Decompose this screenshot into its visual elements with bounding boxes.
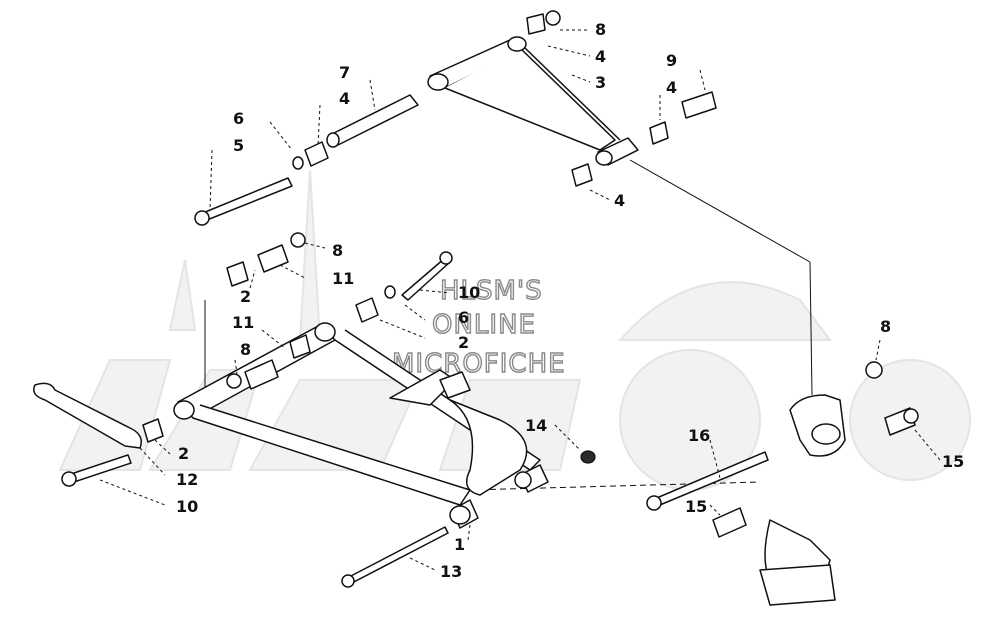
callout-2-upper: 2 — [240, 287, 251, 306]
callout-8-top: 8 — [595, 20, 606, 39]
callout-15-lower: 15 — [685, 497, 707, 516]
bushing-4-mid — [304, 141, 329, 167]
bushing-4-right — [649, 121, 669, 145]
callout-11-upper: 11 — [332, 269, 354, 288]
sleeve-15-lower — [712, 507, 747, 538]
callout-8-mid: 8 — [332, 241, 343, 260]
watermark-line-2: ONLINE — [432, 310, 536, 340]
bolt-5 — [197, 177, 293, 223]
callout-11-lower: 11 — [232, 313, 254, 332]
pin-9 — [681, 91, 717, 119]
callout-5: 5 — [233, 136, 244, 155]
callout-2-right: 2 — [458, 333, 469, 352]
callout-4-bottom: 4 — [614, 191, 625, 210]
bushing-2-lower — [142, 418, 164, 443]
nut-14 — [580, 450, 596, 464]
callout-15-right: 15 — [942, 452, 964, 471]
link-12 — [33, 382, 142, 449]
upper-a-arm — [427, 36, 639, 166]
callout-10-lower: 10 — [176, 497, 198, 516]
callout-9: 9 — [666, 51, 677, 70]
washer-6-mid — [384, 285, 396, 299]
callout-4-right: 4 — [666, 78, 677, 97]
callout-8-right: 8 — [880, 317, 891, 336]
bushing-2-upper — [226, 261, 249, 287]
callout-16: 16 — [688, 426, 710, 445]
nut-8-top — [545, 10, 561, 26]
nut-8-lower — [226, 373, 242, 389]
leader-lines — [99, 29, 941, 571]
sleeve-11-lower — [244, 359, 279, 390]
lower-hardware — [33, 232, 596, 588]
callout-4-mid: 4 — [339, 89, 350, 108]
callout-labels: 8 4 3 9 4 7 4 6 5 4 8 11 10 6 2 2 11 8 2… — [176, 20, 964, 581]
spindle-hardware — [646, 361, 919, 606]
watermark-text: HLSM'S ONLINE MICROFICHE — [391, 275, 566, 379]
callout-13: 13 — [440, 562, 462, 581]
callout-6-mid: 6 — [458, 308, 469, 327]
bushing-2-mid — [289, 334, 311, 359]
bushing-2-right — [355, 297, 379, 323]
bushing-4-top — [526, 13, 546, 35]
bushing-4-bottom — [571, 163, 593, 187]
washer-6-top — [292, 156, 304, 170]
callout-6-top: 6 — [233, 109, 244, 128]
callout-2-lower: 2 — [178, 444, 189, 463]
callout-7: 7 — [339, 63, 350, 82]
callout-8-lower: 8 — [240, 340, 251, 359]
callout-1: 1 — [454, 535, 465, 554]
nut-8-mid — [290, 232, 306, 248]
watermark-line-3: MICROFICHE — [392, 349, 566, 379]
watermark-line-1: HLSM'S — [440, 276, 543, 306]
callout-10-upper: 10 — [458, 283, 480, 302]
callout-4-top: 4 — [595, 47, 606, 66]
upper-hardware — [194, 10, 717, 226]
callout-3: 3 — [595, 73, 606, 92]
nut-8-right — [865, 361, 883, 379]
callout-14: 14 — [525, 416, 547, 435]
sleeve-11-upper — [257, 244, 289, 273]
callout-12: 12 — [176, 470, 198, 489]
bolt-13 — [346, 526, 449, 585]
